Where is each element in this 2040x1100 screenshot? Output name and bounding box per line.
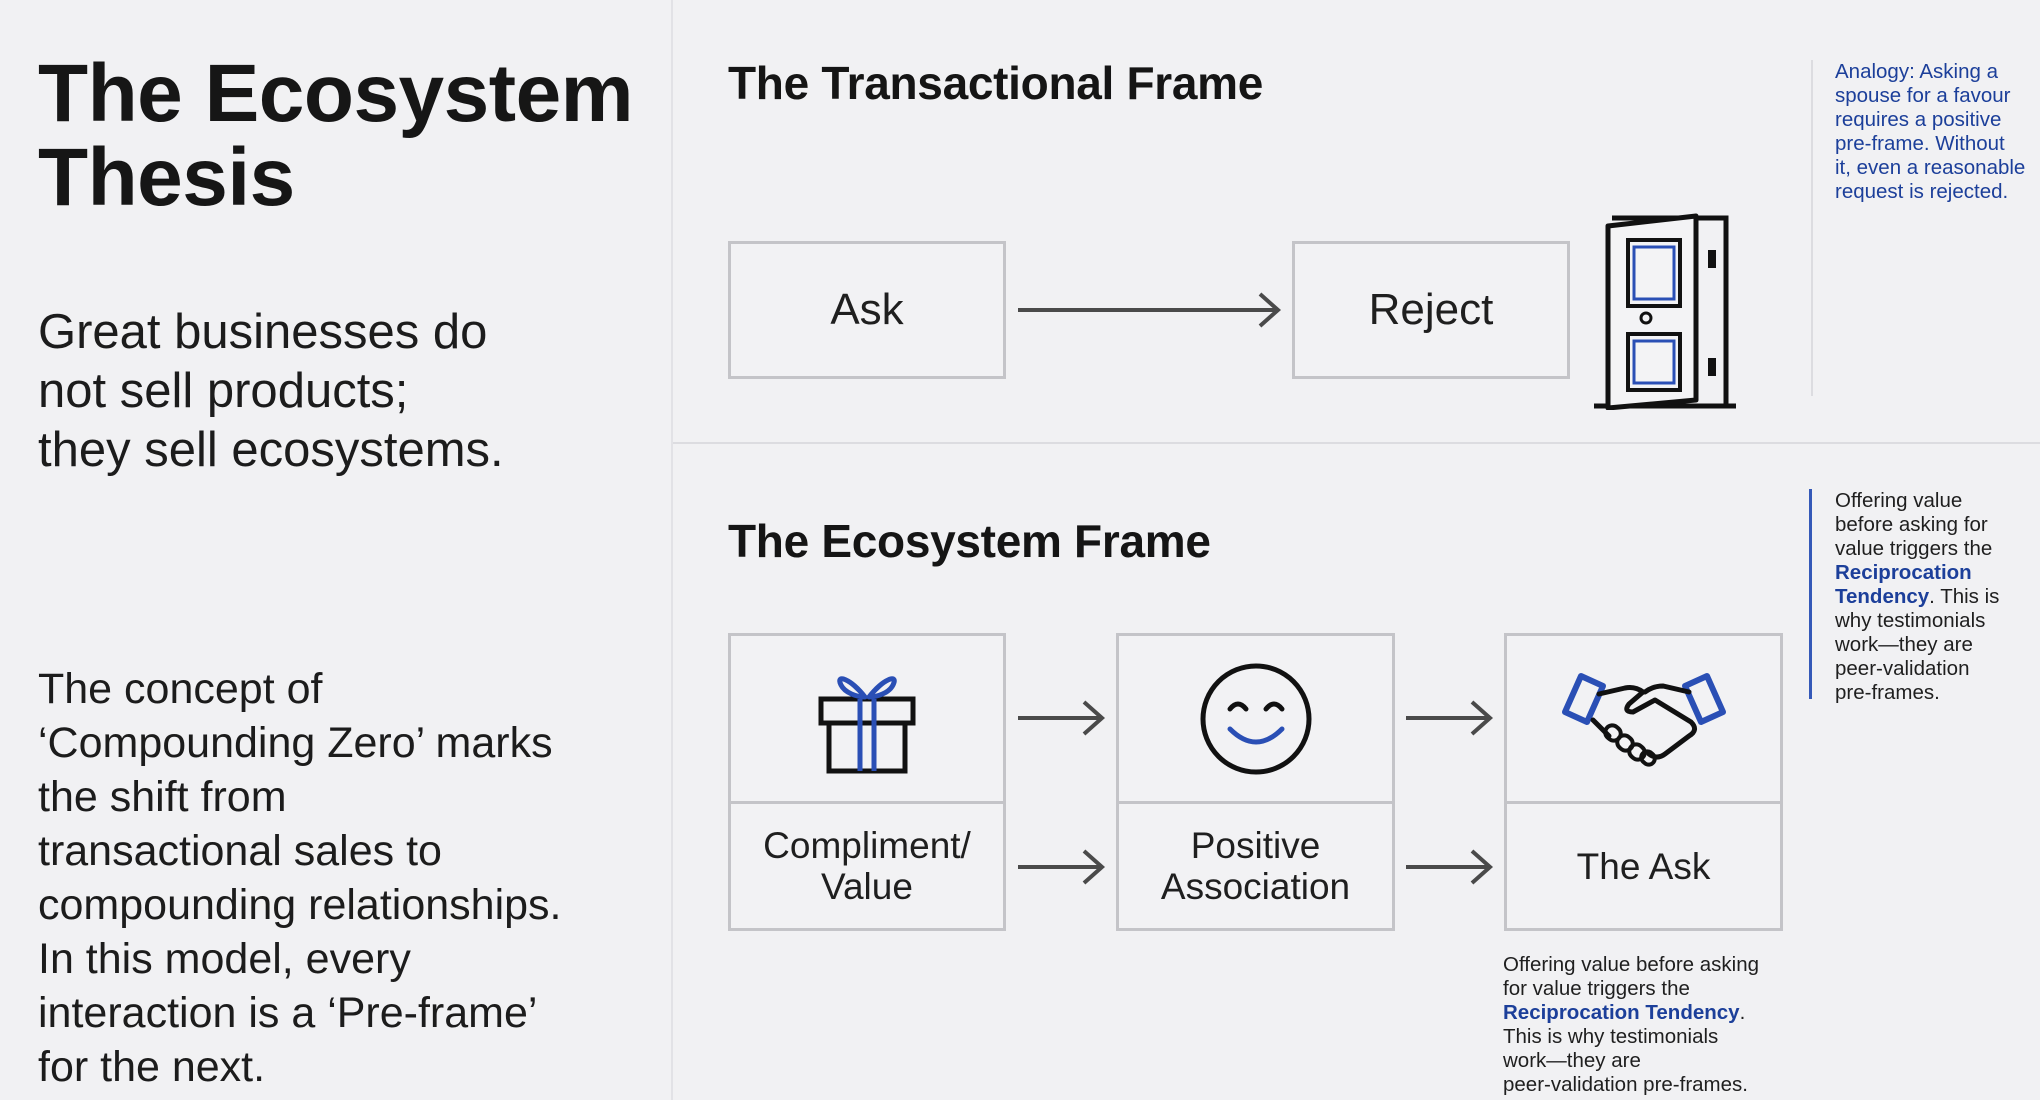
arrow-icon (1018, 700, 1106, 736)
lead-line: Great businesses do (38, 305, 488, 359)
handshake-icon (1561, 672, 1726, 767)
arrow-icon (1406, 700, 1494, 736)
body-line: compounding relationships. (38, 881, 562, 929)
section-divider (673, 442, 2040, 444)
transactional-frame-title: The Transactional Frame (728, 57, 1264, 109)
note-line: Analogy: Asking a (1835, 60, 1998, 83)
lead-line: not sell products; (38, 364, 409, 418)
note-line: request is rejected. (1835, 180, 2009, 203)
smiley-cell (1116, 633, 1395, 804)
note-line: work—they are (1503, 1049, 1641, 1072)
step-label: Positive (1190, 825, 1321, 866)
bottom-note: Offering value before asking for value t… (1503, 953, 1803, 1097)
note-line: work—they are (1835, 633, 1973, 656)
note-line: pre-frames. (1835, 681, 1940, 704)
note-line: before asking for (1835, 513, 1988, 536)
handshake-cell (1504, 633, 1783, 804)
note-line: it, even a reasonable (1835, 156, 2026, 179)
body-paragraph: The concept of ‘Compounding Zero’ marks … (38, 662, 658, 1094)
ecosystem-frame-title: The Ecosystem Frame (728, 515, 1211, 567)
body-line: transactional sales to (38, 827, 442, 875)
lead-statement: Great businesses do not sell products; t… (38, 303, 658, 480)
note-line: why testimonials (1835, 609, 1986, 632)
arrow-icon (1018, 292, 1282, 328)
reject-box: Reject (1292, 241, 1570, 379)
highlight-term: Reciprocation (1835, 561, 1972, 584)
ask-box: Ask (728, 241, 1006, 379)
step-label: Value (821, 866, 913, 907)
note-line: peer-validation pre-frames. (1503, 1073, 1748, 1096)
note-line: spouse for a favour (1835, 84, 2011, 107)
step-label: Association (1160, 866, 1351, 907)
note-line: pre-frame. Without (1835, 132, 2005, 155)
note-divider (1811, 60, 1813, 396)
note-line: for value triggers the (1503, 977, 1690, 1000)
note-line: . This is (1929, 585, 2000, 608)
note-line: value triggers the (1835, 537, 1993, 560)
body-line: for the next. (38, 1043, 266, 1091)
the-ask-cell: The Ask (1504, 801, 1783, 931)
note-line: Offering value before asking (1503, 953, 1760, 976)
side-note: Offering value before asking for value t… (1835, 489, 2035, 705)
body-line: ‘Compounding Zero’ marks (38, 719, 553, 767)
side-note-bar (1809, 489, 1812, 699)
gift-icon (818, 675, 916, 773)
smiley-icon (1200, 663, 1311, 774)
arrow-icon (1018, 849, 1106, 885)
door-icon (1594, 213, 1736, 410)
note-line: This is why testimonials (1503, 1025, 1719, 1048)
highlight-term: Tendency (1835, 585, 1930, 608)
body-line: The concept of (38, 665, 323, 713)
positive-association-cell: Positive Association (1116, 801, 1395, 931)
step-label: The Ask (1576, 845, 1711, 887)
reject-label: Reject (1368, 285, 1494, 334)
note-line: Offering value (1835, 489, 1963, 512)
analogy-note: Analogy: Asking a spouse for a favour re… (1835, 60, 2035, 204)
highlight-term: Reciprocation Tendency (1503, 1001, 1740, 1024)
column-divider (671, 0, 673, 1100)
body-line: the shift from (38, 773, 287, 821)
ask-label: Ask (830, 285, 904, 334)
note-line: peer-validation (1835, 657, 1970, 680)
body-line: In this model, every (38, 935, 411, 983)
step-label: Compliment/ (763, 825, 971, 866)
note-line: . (1739, 1001, 1746, 1024)
gift-cell (728, 633, 1006, 804)
compliment-value-cell: Compliment/ Value (728, 801, 1006, 931)
arrow-icon (1406, 849, 1494, 885)
lead-line: they sell ecosystems. (38, 423, 504, 477)
body-line: interaction is a ‘Pre-frame’ (38, 989, 538, 1037)
note-line: requires a positive (1835, 108, 2002, 131)
page-title: The Ecosystem Thesis (38, 48, 634, 223)
